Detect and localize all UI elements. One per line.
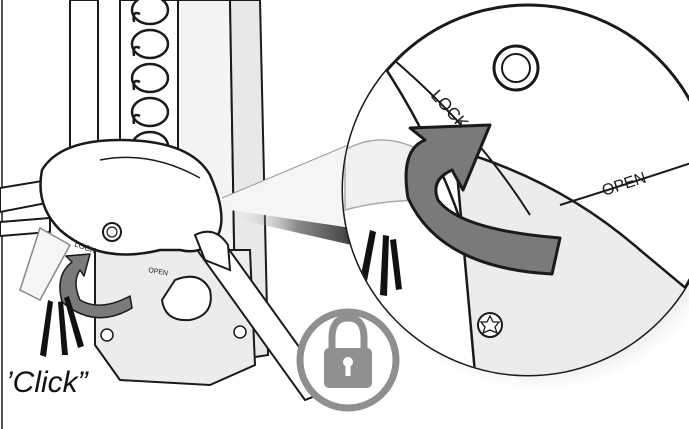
padlock-icon	[300, 312, 396, 408]
click-label: ’Click”	[6, 366, 90, 399]
